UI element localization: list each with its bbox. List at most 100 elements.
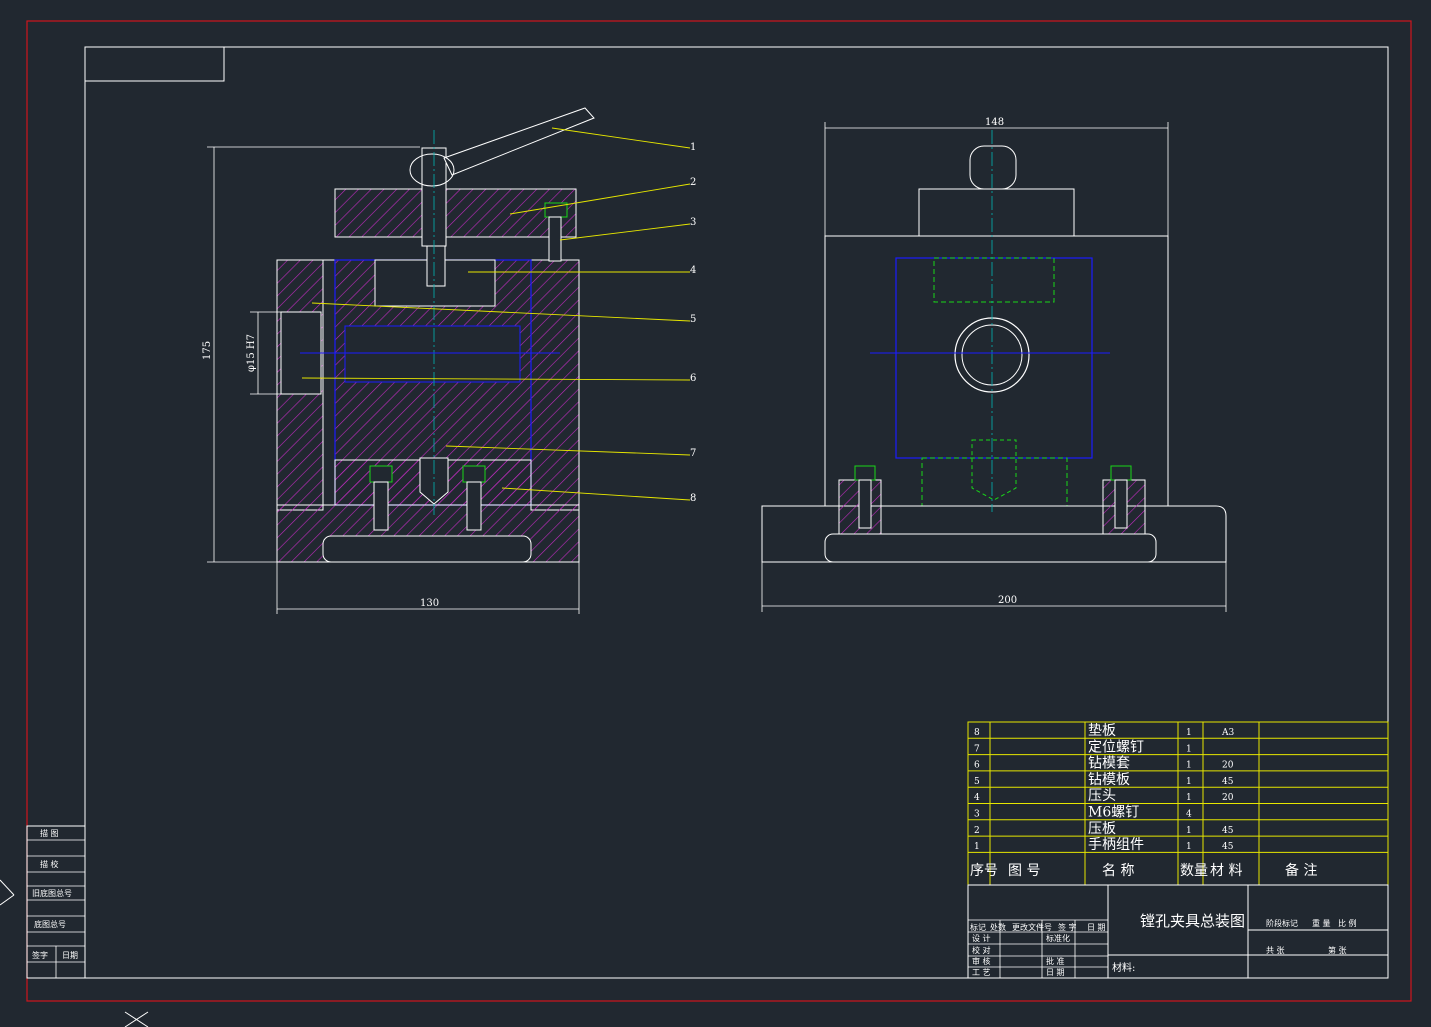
inner-border: [84, 46, 1389, 979]
balloon-5: 5: [690, 314, 696, 325]
screw-shank: [1114, 479, 1128, 529]
right-wall: [530, 259, 580, 511]
part-row-material: 20: [1222, 761, 1234, 771]
screw-shank: [548, 216, 562, 262]
screw-head: [1110, 465, 1132, 481]
trace-check-label: 描 校: [40, 859, 59, 869]
part-row-name: 钻模套: [1088, 756, 1130, 772]
part-row-name: 垫板: [1088, 723, 1116, 739]
dim-top-width: 148: [985, 117, 1004, 128]
check-label: 校 对: [972, 945, 991, 955]
date-label: 日 期: [1046, 968, 1065, 977]
part-row-qty: 1: [1186, 842, 1192, 852]
side-view: 148 200: [761, 117, 1227, 612]
part-row-number: 8: [974, 728, 980, 738]
balloon-1: 1: [690, 142, 696, 153]
clamp-plate: [918, 188, 1075, 237]
part-row-number: 4: [974, 793, 980, 803]
part-row-material: A3: [1221, 728, 1234, 738]
parts-list: 8 垫板 1 A3 7 定位螺钉 1 6 钻模套 1 20 5 钻模板 1 45 4 压头 1 20 3 M6螺钉 4 2 压…: [967, 721, 1389, 886]
press-head-hidden: [933, 257, 1055, 303]
part-row-name: 定位螺钉: [1088, 739, 1144, 755]
handle-lever: [443, 107, 595, 176]
part-row-name: 压板: [1088, 821, 1116, 837]
balloon-8: 8: [690, 493, 696, 504]
screw-head: [369, 465, 393, 483]
part-row-name: 压头: [1088, 788, 1116, 804]
part-row-qty: 4: [1186, 810, 1192, 820]
date-label: 日期: [62, 951, 78, 960]
part-row-qty: 1: [1186, 744, 1192, 754]
outer-red-frame: [26, 20, 1412, 1002]
review-label: 审 核: [972, 956, 991, 966]
clamp-plate: [334, 188, 577, 238]
sheet-number-label: 第 张: [1328, 945, 1347, 955]
screw-head: [854, 465, 876, 481]
sign-label: 签字: [32, 950, 48, 960]
locating-screw: [419, 457, 449, 505]
part-row-name: 钻模板: [1088, 772, 1130, 788]
side-register-block: 描 图 描 校 旧底图总号 底图总号 签字 日期: [26, 825, 86, 979]
balloon-4: 4: [690, 265, 696, 276]
header-no: 序号: [970, 863, 998, 879]
balloon-leaders: 1 2 3 4 5 6 7 8: [301, 127, 696, 504]
drawing-title: 镗孔夹具总装图: [1140, 912, 1245, 930]
trace-label: 描 图: [40, 828, 59, 838]
drawing-number-box: [84, 46, 225, 82]
part-row-qty: 1: [1186, 728, 1192, 738]
ucs-axis-icon: [0, 879, 149, 1027]
front-section-view: 175 φ15 H7 130: [202, 107, 595, 614]
handle-hub: [409, 153, 455, 187]
weight-label: 重 量: [1312, 918, 1331, 928]
balloon-6: 6: [690, 373, 696, 384]
screw-shank: [858, 479, 872, 529]
part-row-number: 5: [974, 777, 980, 787]
design-label: 设 计: [972, 933, 991, 943]
press-head: [426, 245, 446, 287]
dim-base-width: 200: [998, 595, 1017, 606]
stage-label: 阶段标记: [1266, 918, 1298, 928]
part-row-name: 手柄组件: [1088, 837, 1144, 853]
material-label: 材料:: [1112, 961, 1135, 974]
scale-label: 比 例: [1338, 918, 1357, 928]
sheet-total-label: 共 张: [1266, 946, 1285, 955]
part-row-number: 6: [974, 761, 980, 771]
part-row-number: 3: [974, 810, 980, 820]
title-block: 镗孔夹具总装图 材料: 标记 处数 更改文件号 签 字 日 期 设 计 标准化 …: [967, 884, 1389, 979]
old-base-drawing-label: 旧底图总号: [32, 888, 72, 898]
rev-sign: 签 字: [1058, 922, 1077, 932]
part-row-qty: 1: [1186, 761, 1192, 771]
base-recess: [824, 533, 1157, 563]
screw-head: [462, 465, 486, 483]
part-row-material: 45: [1222, 842, 1234, 852]
rev-mark: 标记: [970, 922, 986, 932]
part-row-number: 2: [974, 826, 980, 836]
rev-date: 日 期: [1087, 923, 1106, 932]
part-row-qty: 1: [1186, 777, 1192, 787]
balloon-3: 3: [690, 217, 696, 228]
dim-width: 130: [420, 598, 439, 609]
part-row-name: M6螺钉: [1088, 805, 1139, 821]
dim-height: 175: [202, 341, 213, 360]
base-drawing-label: 底图总号: [34, 919, 66, 929]
approve-label: 批 准: [1046, 956, 1065, 966]
part-row-material: 45: [1222, 777, 1234, 787]
rev-doc: 更改文件号: [1012, 922, 1052, 932]
dim-bore: φ15 H7: [246, 334, 257, 372]
header-drawing-no: 图 号: [1008, 863, 1040, 879]
locating-screw-hidden: [971, 439, 1017, 501]
standardization-label: 标准化: [1046, 933, 1070, 943]
screw-shank: [373, 481, 389, 531]
header-material: 材 料: [1210, 863, 1242, 879]
header-qty: 数量: [1180, 863, 1208, 879]
part-row-number: 7: [974, 744, 980, 754]
part-row-qty: 1: [1186, 826, 1192, 836]
rev-count: 处数: [990, 922, 1006, 932]
part-row-material: 20: [1222, 793, 1234, 803]
header-name: 名 称: [1102, 863, 1134, 879]
handle-knob: [969, 145, 1017, 190]
base-recess: [322, 535, 532, 563]
part-row-number: 1: [974, 842, 980, 852]
balloon-7: 7: [690, 448, 696, 459]
